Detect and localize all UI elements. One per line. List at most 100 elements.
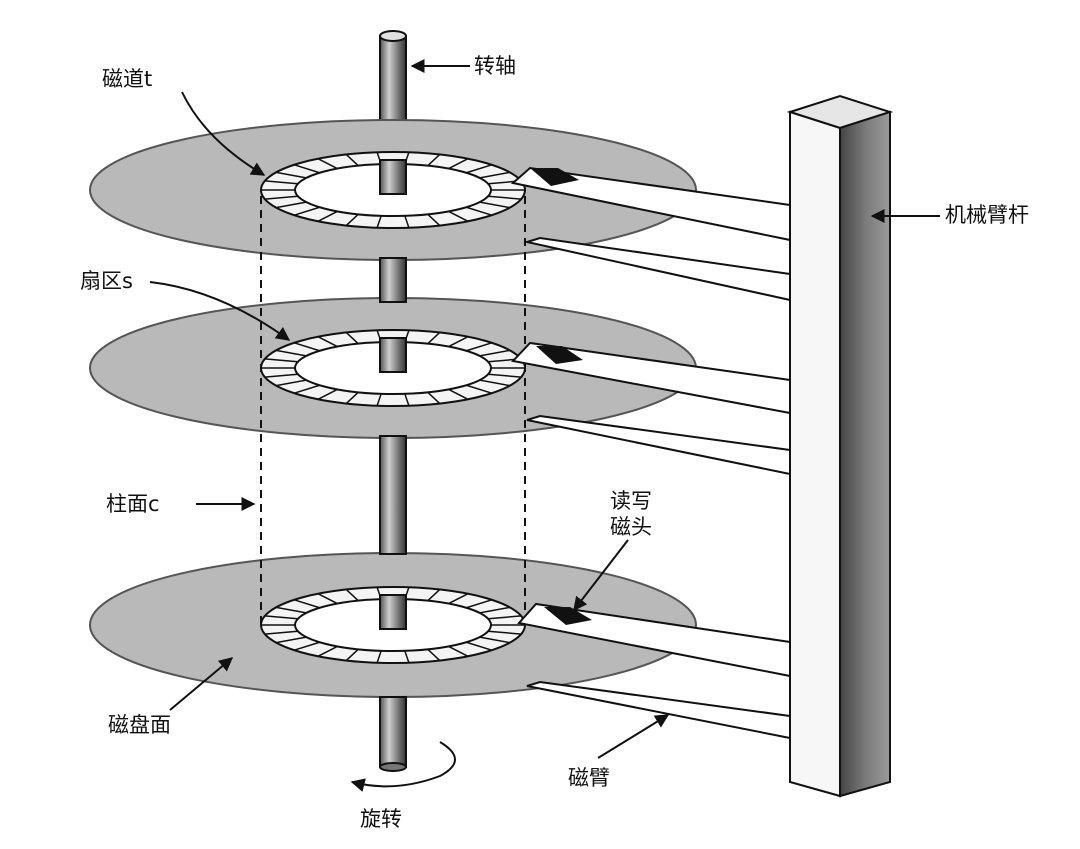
sector-divider	[345, 153, 359, 167]
sector-divider	[448, 593, 469, 605]
arrow-icon	[181, 91, 266, 176]
sector-divider	[479, 171, 511, 179]
rotation-arrow-icon	[350, 741, 456, 792]
actuator-arm-pillar	[786, 94, 894, 798]
sector-divider	[293, 342, 320, 352]
label-arm: 磁臂	[568, 766, 610, 790]
sector-divider	[275, 606, 307, 614]
sector-divider	[404, 393, 410, 406]
sector-divider	[488, 615, 522, 620]
sector-divider	[293, 164, 320, 174]
sector-divider	[479, 636, 511, 644]
sector-divider	[488, 630, 522, 635]
sector-divider	[317, 158, 338, 170]
platter-bottom	[89, 552, 697, 698]
sector-divider	[427, 648, 441, 662]
sector-divider	[317, 210, 338, 222]
sector-divider	[376, 393, 382, 406]
sectors-bottom	[261, 587, 525, 663]
sector-divider	[404, 215, 410, 228]
sectors-top	[261, 152, 525, 228]
sector-divider	[427, 331, 441, 345]
arrow-icon	[573, 539, 629, 612]
read-write-head-top	[530, 168, 579, 186]
sector-divider	[275, 379, 307, 387]
label-spindle: 转轴	[474, 54, 516, 78]
sector-divider	[345, 648, 359, 662]
label-cylinder: 柱面c	[106, 492, 160, 516]
sector-divider	[479, 606, 511, 614]
sector-divider	[488, 195, 522, 200]
sector-divider	[345, 331, 359, 345]
sector-divider	[488, 373, 522, 378]
sector-divider	[376, 215, 382, 228]
sector-divider	[427, 153, 441, 167]
sector-divider	[345, 391, 359, 405]
sector-divider	[264, 373, 298, 378]
cylinder-lines	[260, 196, 526, 630]
label-track: 磁道t	[102, 67, 152, 91]
arm-top-upper	[510, 166, 791, 242]
sector-divider	[293, 641, 320, 651]
labels: 转轴 磁道t 机械臂杆 扇区s 柱面c 读写 磁头 磁盘面 磁臂 旋转	[80, 54, 1029, 831]
sector-divider	[317, 388, 338, 400]
sector-divider	[275, 171, 307, 179]
arrow-icon	[597, 714, 670, 759]
sector-divider	[345, 213, 359, 227]
platter-top	[89, 119, 697, 261]
sector-divider	[264, 630, 298, 635]
sector-divider	[317, 593, 338, 605]
spindle-segments	[379, 257, 407, 772]
sector-divider	[404, 650, 410, 663]
sector-divider	[479, 379, 511, 387]
sector-divider	[264, 615, 298, 620]
sector-divider	[427, 391, 441, 405]
sector-divider	[466, 206, 493, 216]
sector-divider	[448, 210, 469, 222]
label-rotation: 旋转	[360, 807, 402, 831]
sector-divider	[264, 180, 298, 185]
label-read-write-head-2: 磁头	[610, 515, 652, 539]
sector-divider	[293, 206, 320, 216]
arm-top-lower	[523, 236, 791, 302]
sector-divider	[427, 213, 441, 227]
arrow-icon	[169, 657, 234, 711]
sector-divider	[317, 336, 338, 348]
arm-bottom-lower	[526, 680, 791, 740]
sector-divider	[448, 336, 469, 348]
arm-middle-lower	[526, 414, 791, 476]
arm-middle-upper	[511, 341, 791, 415]
leader-lines	[149, 59, 940, 759]
sector-divider	[264, 195, 298, 200]
sector-divider	[466, 384, 493, 394]
sector-divider	[448, 645, 469, 657]
label-platter-surface: 磁盘面	[108, 713, 171, 737]
label-actuator-arm: 机械臂杆	[945, 203, 1029, 227]
label-read-write-head-1: 读写	[610, 489, 652, 513]
sector-divider	[427, 588, 441, 602]
sector-divider	[448, 388, 469, 400]
arrow-icon	[149, 281, 291, 341]
sector-divider	[466, 342, 493, 352]
sector-divider	[293, 599, 320, 609]
sector-divider	[479, 201, 511, 209]
sector-divider	[317, 645, 338, 657]
read-write-head-middle	[536, 346, 583, 364]
sector-divider	[293, 384, 320, 394]
sector-divider	[345, 588, 359, 602]
arm-bottom-upper	[517, 602, 791, 678]
sector-divider	[466, 599, 493, 609]
label-sector: 扇区s	[80, 269, 133, 293]
platter-middle	[89, 297, 697, 439]
read-write-head-bottom	[544, 607, 592, 625]
sector-divider	[376, 650, 382, 663]
sector-divider	[264, 358, 298, 363]
sector-divider	[275, 201, 307, 209]
sector-divider	[466, 164, 493, 174]
sector-divider	[479, 349, 511, 357]
sector-divider	[466, 641, 493, 651]
sector-divider	[448, 158, 469, 170]
sector-divider	[275, 349, 307, 357]
